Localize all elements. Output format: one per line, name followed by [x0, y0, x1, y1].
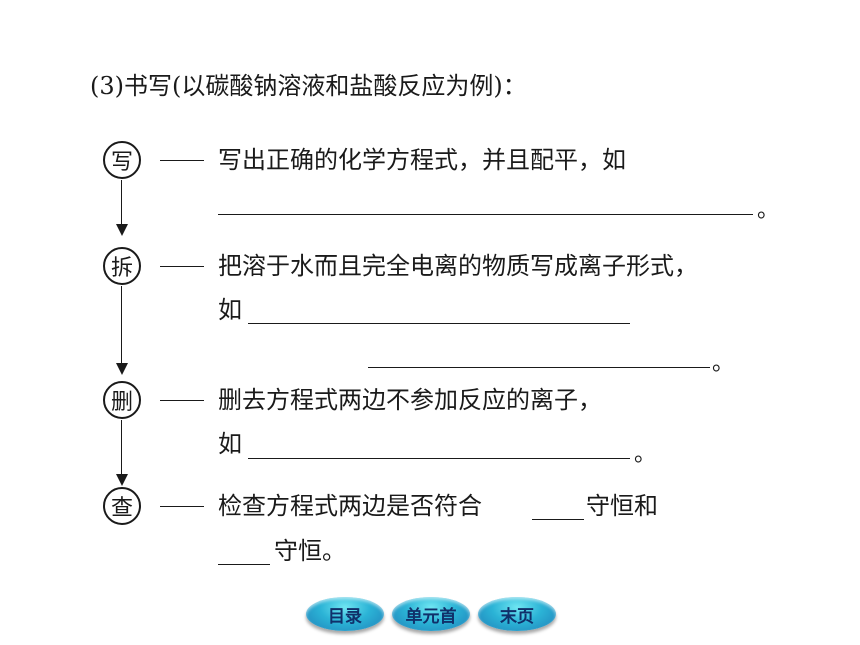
answer-blank[interactable]	[218, 564, 270, 565]
flow-line-3	[121, 420, 122, 476]
section-heading: (3)书写(以碳酸钠溶液和盐酸反应为例)：	[90, 72, 527, 100]
end-mark: 。	[634, 442, 657, 467]
step-dash	[160, 400, 204, 401]
flow-line-1	[121, 180, 122, 226]
answer-blank[interactable]	[368, 367, 710, 368]
flow-line-2	[121, 286, 122, 366]
step-text: 删去方程式两边不参加反应的离子，	[218, 386, 602, 414]
step-text: 写出正确的化学方程式，并且配平，如	[218, 146, 626, 174]
step-suffix: 守恒。	[274, 537, 346, 565]
step-char: 写	[110, 150, 133, 175]
unit-first-button[interactable]: 单元首	[392, 597, 470, 631]
answer-blank[interactable]	[248, 458, 630, 459]
step-char: 查	[110, 496, 133, 521]
step-circle-split: 拆	[103, 247, 141, 285]
step-circle-check: 查	[103, 487, 141, 525]
answer-blank[interactable]	[218, 214, 753, 215]
contents-button[interactable]: 目录	[306, 597, 384, 631]
step-circle-write: 写	[103, 141, 141, 179]
step-circle-delete: 删	[103, 381, 141, 419]
step-text: 检查方程式两边是否符合	[218, 492, 482, 520]
end-mark: 。	[712, 351, 735, 376]
step-dash	[160, 160, 204, 161]
step-char: 拆	[110, 256, 133, 281]
step-char: 删	[110, 390, 133, 415]
end-mark: 。	[757, 198, 780, 223]
step-dash	[160, 506, 204, 507]
answer-blank[interactable]	[532, 519, 584, 520]
answer-blank[interactable]	[248, 323, 630, 324]
step-prefix: 如	[218, 296, 242, 324]
step-suffix: 守恒和	[586, 492, 658, 520]
last-page-button[interactable]: 末页	[478, 597, 556, 631]
step-dash	[160, 266, 204, 267]
step-prefix: 如	[218, 430, 242, 458]
arrow-down-icon	[116, 474, 128, 486]
arrow-down-icon	[116, 363, 128, 375]
step-text: 把溶于水而且完全电离的物质写成离子形式，	[218, 252, 698, 280]
arrow-down-icon	[116, 224, 128, 236]
